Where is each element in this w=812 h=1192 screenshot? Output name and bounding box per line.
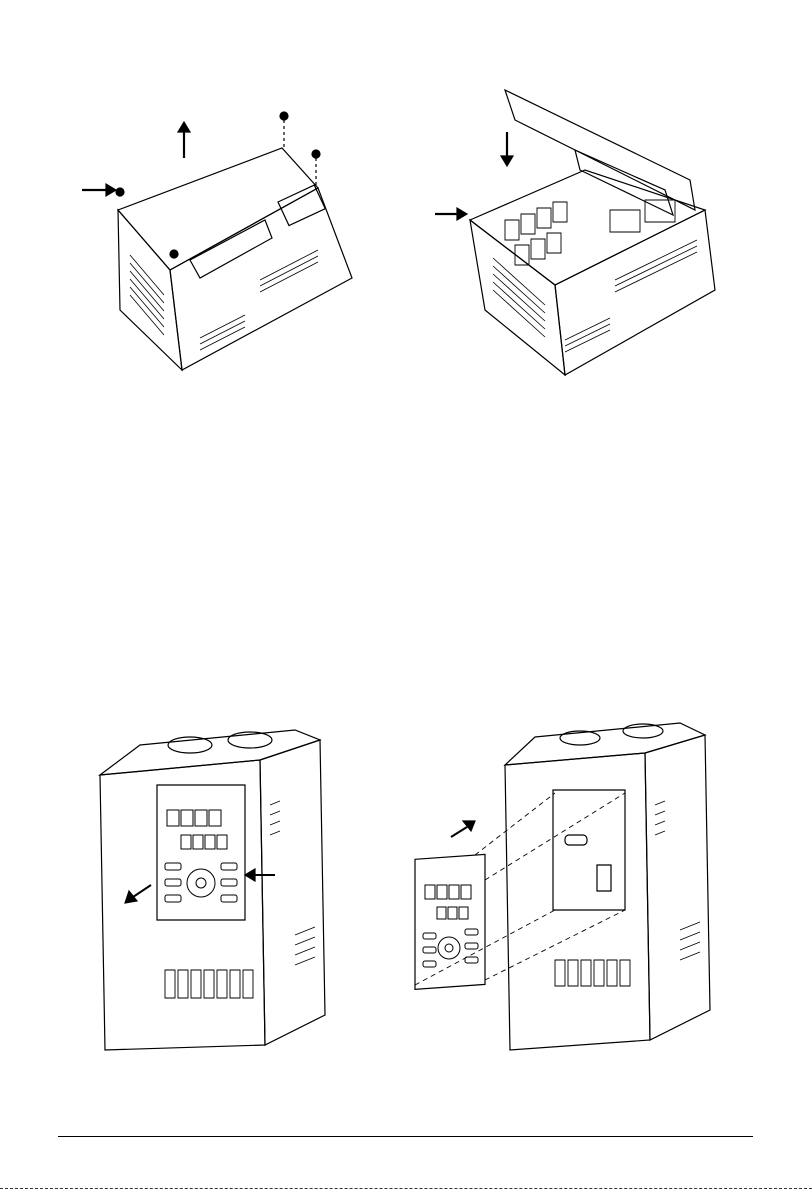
seven-seg-display [425,885,471,919]
front-vent [565,240,697,352]
arrow-right-icon [435,208,467,220]
terminal-row [555,960,630,986]
keypad [415,854,485,989]
housing-top [505,723,705,765]
keypad [157,785,245,920]
figure-keypad-removed [405,705,735,1060]
dial-icon [187,869,215,897]
fan-icon [168,737,212,753]
screw-icon [116,188,124,196]
housing-front [100,760,265,1050]
keypad-window [278,185,325,225]
arrow-down-left-icon [125,885,151,903]
housing-top [100,730,320,775]
terminal-blocks [505,200,675,265]
display-panel [190,220,272,278]
terminal-row [165,970,253,998]
front-face [170,188,352,370]
front-vent [200,250,318,350]
side-vent [270,801,315,965]
housing-side [260,740,325,1045]
footer-rule [58,1136,753,1137]
figure-cover-removal [60,70,380,400]
arrow-down-icon [501,132,513,166]
lid-outline [118,148,318,270]
side-vent [655,801,700,960]
figure-cover-open [415,80,735,400]
housing-side [645,735,710,1040]
page-edge [0,1188,812,1189]
side-vent [130,255,164,335]
keypad-buttons [165,863,237,902]
screw-icon [170,250,178,258]
front-face [555,210,715,375]
screw-icon [312,150,320,158]
keypad-bay [553,790,625,910]
arrow-left-icon [245,869,275,881]
side-face [118,210,182,370]
dial-icon [438,937,460,959]
side-vent [493,258,545,337]
keypad-buttons [423,929,478,967]
arrow-right-icon [82,184,116,196]
side-face [470,220,565,375]
arrow-up-icon [178,122,190,158]
figure-keypad-attached [85,715,345,1060]
arrow-up-right-icon [451,821,475,837]
housing-front [505,753,650,1050]
screw-icon [280,112,288,120]
seven-seg-display [167,810,227,849]
